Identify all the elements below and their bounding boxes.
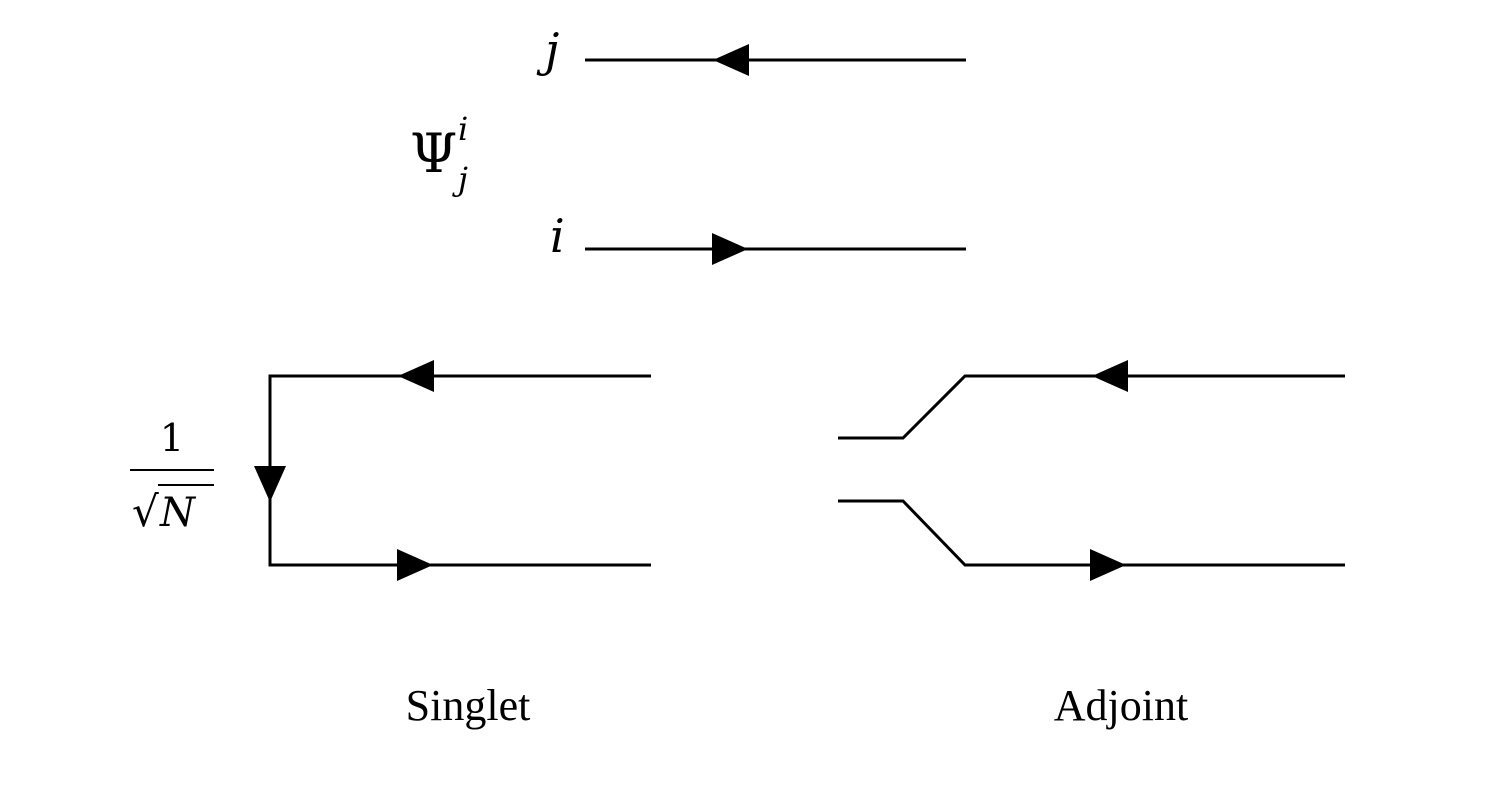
field-double-line: j Ψ i j i (410, 23, 966, 265)
left-arrow-head (713, 44, 749, 76)
singlet-caption: Singlet (406, 681, 531, 730)
index-i-label: i (550, 209, 565, 263)
psi-superscript: i (458, 110, 468, 148)
coefficient-denominator: N (159, 490, 197, 536)
coefficient-numerator: 1 (160, 416, 184, 460)
adjoint-caption: Adjoint (1054, 681, 1188, 730)
index-j-label: j (536, 23, 559, 77)
adjoint-bottom-arrow-head (1090, 549, 1126, 581)
adjoint-upper-line (838, 374, 1345, 440)
singlet-contracted-line (268, 374, 651, 567)
sqrt-symbol: √ (132, 487, 159, 536)
singlet-top-arrow-head (398, 360, 434, 392)
singlet-bottom-arrow-head (397, 549, 433, 581)
singlet-down-arrow-head (254, 466, 286, 502)
adjoint-diagram: Adjoint (838, 360, 1345, 730)
adjoint-top-arrow-head (1092, 360, 1128, 392)
psi-symbol: Ψ (410, 122, 457, 185)
singlet-diagram: 1 √ N Singlet (130, 360, 651, 730)
right-arrow-head (712, 233, 748, 265)
adjoint-lower-line (838, 499, 1345, 567)
